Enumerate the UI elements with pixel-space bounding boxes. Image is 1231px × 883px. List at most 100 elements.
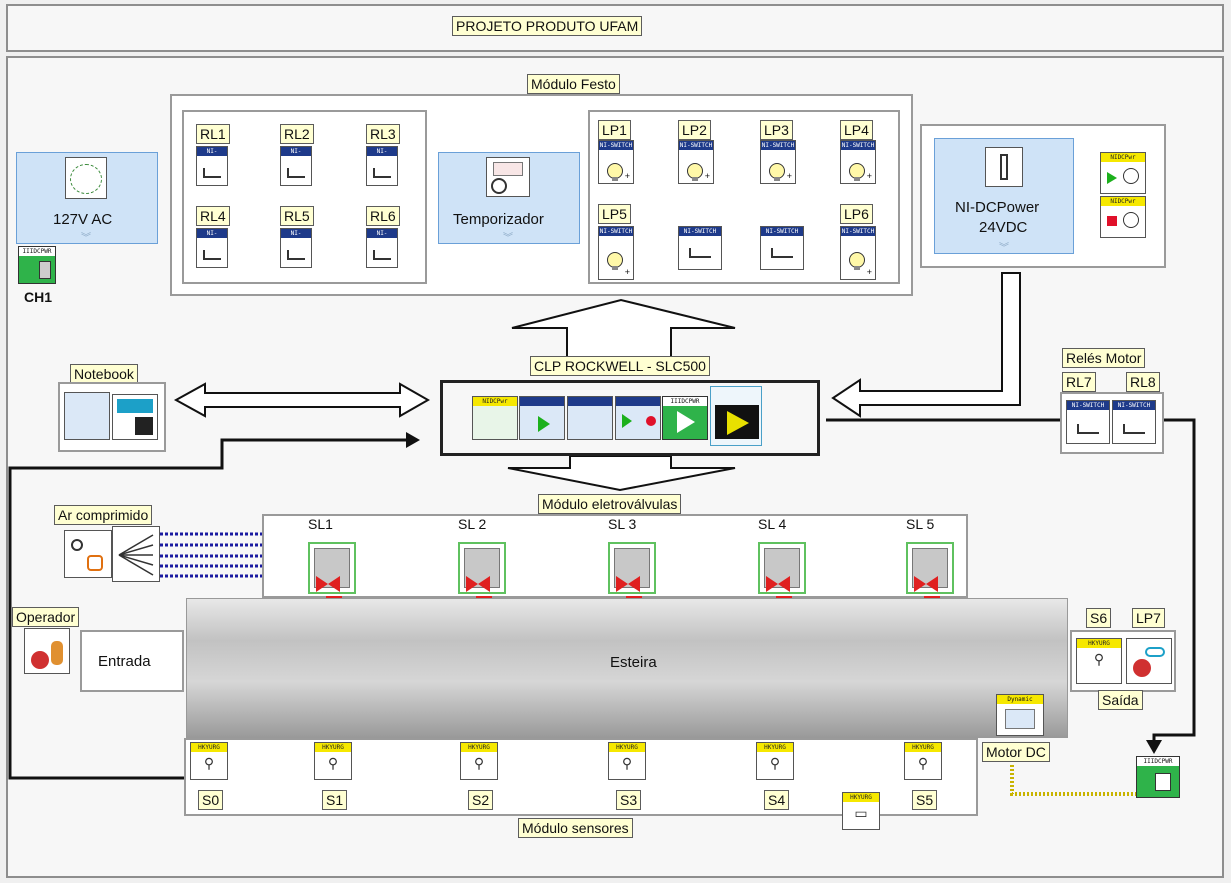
relay-switch-icon[interactable]: NI-SWITCH <box>366 228 398 268</box>
dcpower-start-icon[interactable]: NIDCPwr <box>1100 152 1146 194</box>
timer-block[interactable]: Temporizador ︾ <box>438 152 580 244</box>
sensor-icon[interactable]: HKYURG⚲ <box>460 742 498 780</box>
sensor-icon[interactable]: HKYURG⚲ <box>904 742 942 780</box>
relay-rl8-switch[interactable]: NI-SWITCH <box>1112 400 1156 444</box>
motor-driver-icon[interactable]: IIIDCPWR <box>1136 756 1180 798</box>
switch-icon[interactable]: NI-SWITCH <box>760 226 804 270</box>
arrow-down-valves <box>507 455 736 492</box>
solenoid-valve-icon[interactable] <box>906 542 954 606</box>
relay-switch-icon[interactable]: NI-SWITCH <box>280 146 312 186</box>
lamp-icon[interactable]: NI-SWITCH+ <box>598 226 634 280</box>
sensor-icon[interactable]: HKYURG⚲ <box>608 742 646 780</box>
exit-lamp-icon[interactable] <box>1126 638 1172 684</box>
switch-icon[interactable]: NI-SWITCH <box>678 226 722 270</box>
channel-label: CH1 <box>24 289 53 305</box>
motor-relays-label: Relés Motor <box>1062 348 1146 368</box>
lamp-icon[interactable]: NI-SWITCH+ <box>840 140 876 184</box>
serial-port-icon[interactable]: HKYURG▭ <box>842 792 880 830</box>
bulb-icon <box>687 163 703 181</box>
motor-dc-icon[interactable]: Dynamic <box>996 694 1044 736</box>
belt-label: Esteira <box>610 654 657 671</box>
page-title: PROJETO PRODUTO UFAM <box>452 16 643 36</box>
operator-icon[interactable] <box>24 628 70 674</box>
sensor-label: S5 <box>912 790 938 810</box>
valve-label: SL 3 <box>608 516 637 532</box>
relay-switch-icon[interactable]: NI-SWITCH <box>196 228 228 268</box>
sensor-label: S2 <box>468 790 494 810</box>
sensor-icon[interactable]: HKYURG⚲ <box>190 742 228 780</box>
relay-label: RL3 <box>366 124 400 144</box>
sensor-label: S1 <box>322 790 348 810</box>
bulb-icon <box>849 163 865 181</box>
festo-module-label: Módulo Festo <box>527 74 620 94</box>
air-splitter-icon[interactable] <box>112 526 160 582</box>
ac-source-block[interactable]: 127V AC ︾ <box>16 152 158 244</box>
valve-label: SL1 <box>308 516 333 532</box>
expand-icon: ︾ <box>999 243 1009 254</box>
timer-label: Temporizador <box>453 211 544 228</box>
lamp-label: LP5 <box>598 204 631 224</box>
lamp-label: LP2 <box>678 120 711 140</box>
dcpower-block[interactable]: NI-DCPower 24VDC ︾ <box>934 138 1074 254</box>
dcpwr-channel-icon[interactable]: IIIDCPWR <box>18 246 56 284</box>
exit-lp7-label: LP7 <box>1132 608 1165 628</box>
exit-label: Saída <box>1098 690 1143 710</box>
daq-icon <box>64 392 110 440</box>
solenoid-valve-icon[interactable] <box>458 542 506 606</box>
arrow-notebook-clp <box>173 382 431 418</box>
bulb-icon <box>849 252 865 270</box>
sensor-icon[interactable]: HKYURG⚲ <box>314 742 352 780</box>
relay-switch-icon[interactable]: NI-SWITCH <box>196 146 228 186</box>
relay-rl7-switch[interactable]: NI-SWITCH <box>1066 400 1110 444</box>
relay-rl7-label: RL7 <box>1062 372 1096 392</box>
bulb-icon <box>607 252 623 270</box>
clp-timing-icon[interactable] <box>519 396 565 440</box>
dcpower-label-1: NI-DCPower <box>955 199 1040 216</box>
wire-sensors-clp <box>8 438 412 780</box>
dcpower-stop-icon[interactable]: NIDCPwr <box>1100 196 1146 238</box>
entry-label: Entrada <box>98 653 151 670</box>
solenoid-valve-icon[interactable] <box>608 542 656 606</box>
notebook-block[interactable] <box>58 382 166 452</box>
lamp-icon[interactable]: NI-SWITCH+ <box>840 226 876 280</box>
relay-label: RL1 <box>196 124 230 144</box>
lamp-label: LP1 <box>598 120 631 140</box>
relay-label: RL2 <box>280 124 314 144</box>
air-timer-icon[interactable] <box>64 530 112 578</box>
arrow-dcpower-clp <box>831 272 1021 418</box>
save-icon <box>112 394 158 440</box>
lamp-icon[interactable]: NI-SWITCH+ <box>678 140 714 184</box>
expand-icon: ︾ <box>503 233 513 244</box>
stopwatch-icon <box>486 157 530 197</box>
relay-label: RL6 <box>366 206 400 226</box>
clp-express-icon[interactable] <box>710 386 762 446</box>
lamp-label: LP6 <box>840 204 873 224</box>
motor-dc-label: Motor DC <box>982 742 1050 762</box>
conveyor-belt <box>186 598 1068 738</box>
exit-sensor-icon[interactable]: HKYURG⚲ <box>1076 638 1122 684</box>
sensor-label: S4 <box>764 790 790 810</box>
relay-switch-icon[interactable]: NI-SWITCH <box>280 228 312 268</box>
bulb-icon <box>769 163 785 181</box>
sensor-icon[interactable]: HKYURG⚲ <box>756 742 794 780</box>
relay-rl8-label: RL8 <box>1126 372 1160 392</box>
relay-switch-icon[interactable]: NI-SWITCH <box>366 146 398 186</box>
solenoid-valve-icon[interactable] <box>758 542 806 606</box>
lamp-label: LP4 <box>840 120 873 140</box>
sensor-label: S0 <box>198 790 224 810</box>
clp-config-icon[interactable]: NIDCPwr <box>472 396 518 440</box>
clp-run-icon[interactable]: IIIDCPWR <box>662 396 708 440</box>
clp-play-pause-icon[interactable] <box>615 396 661 440</box>
relay-label: RL5 <box>280 206 314 226</box>
lamp-icon[interactable]: NI-SWITCH+ <box>760 140 796 184</box>
lamp-icon[interactable]: NI-SWITCH+ <box>598 140 634 184</box>
valve-label: SL 2 <box>458 516 487 532</box>
ac-wave-icon <box>65 157 107 199</box>
dcpower-label-2: 24VDC <box>979 219 1028 236</box>
wire-motor-dc <box>1010 765 1138 796</box>
power-supply-icon <box>985 147 1023 187</box>
valve-label: SL 5 <box>906 516 935 532</box>
expand-icon: ︾ <box>81 233 91 244</box>
clp-write-icon[interactable] <box>567 396 613 440</box>
solenoid-valve-icon[interactable] <box>308 542 356 606</box>
